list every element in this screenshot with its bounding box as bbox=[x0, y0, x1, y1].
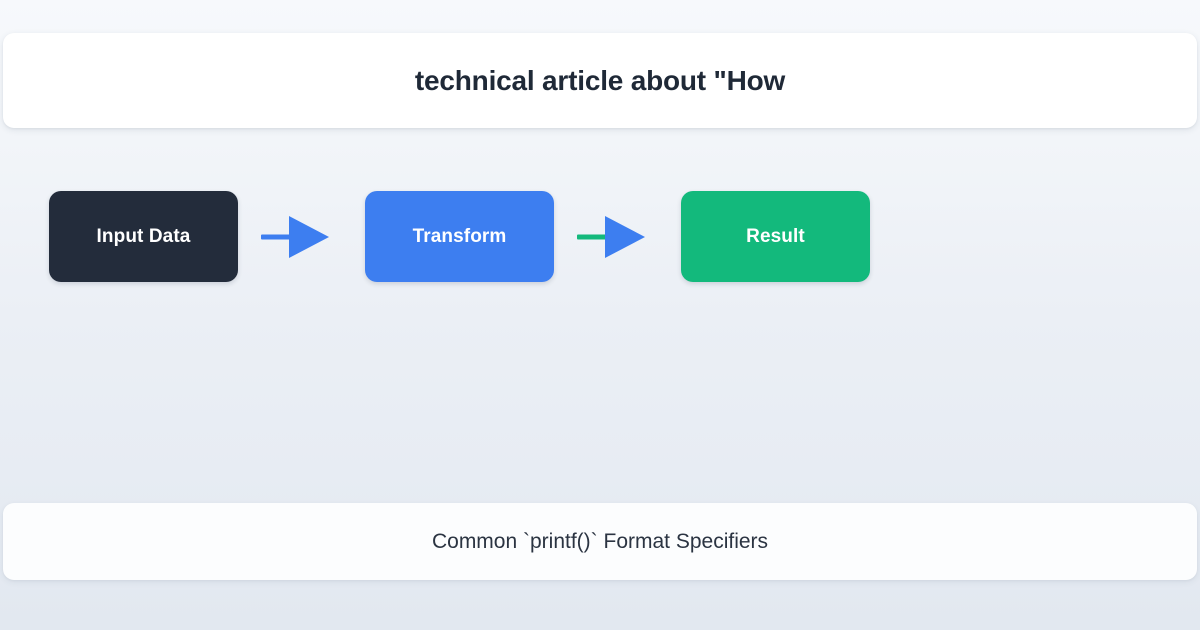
flow-arrow-2 bbox=[554, 215, 681, 258]
flow-arrow-1 bbox=[238, 215, 365, 258]
flow-node-label: Result bbox=[746, 225, 805, 247]
flow-diagram: Input Data Transform Result bbox=[0, 150, 1200, 495]
flow-sequence: Input Data Transform Result bbox=[49, 191, 870, 282]
arrow-shaft-icon bbox=[261, 234, 297, 239]
page-title: technical article about "How bbox=[414, 64, 786, 96]
flow-node-label: Input Data bbox=[96, 225, 191, 247]
flow-node-transform[interactable]: Transform bbox=[365, 191, 554, 282]
flow-node-input-data[interactable]: Input Data bbox=[49, 191, 238, 282]
flow-node-label: Transform bbox=[412, 225, 507, 247]
arrow-head-icon bbox=[289, 215, 329, 258]
arrow-shaft-icon bbox=[577, 234, 613, 239]
flow-node-result[interactable]: Result bbox=[681, 191, 870, 282]
caption-text: Common `printf()` Format Specifiers bbox=[431, 529, 769, 553]
arrow-head-icon bbox=[605, 215, 645, 258]
caption-card: Common `printf()` Format Specifiers bbox=[3, 503, 1197, 580]
header-card: technical article about "How bbox=[3, 33, 1197, 128]
